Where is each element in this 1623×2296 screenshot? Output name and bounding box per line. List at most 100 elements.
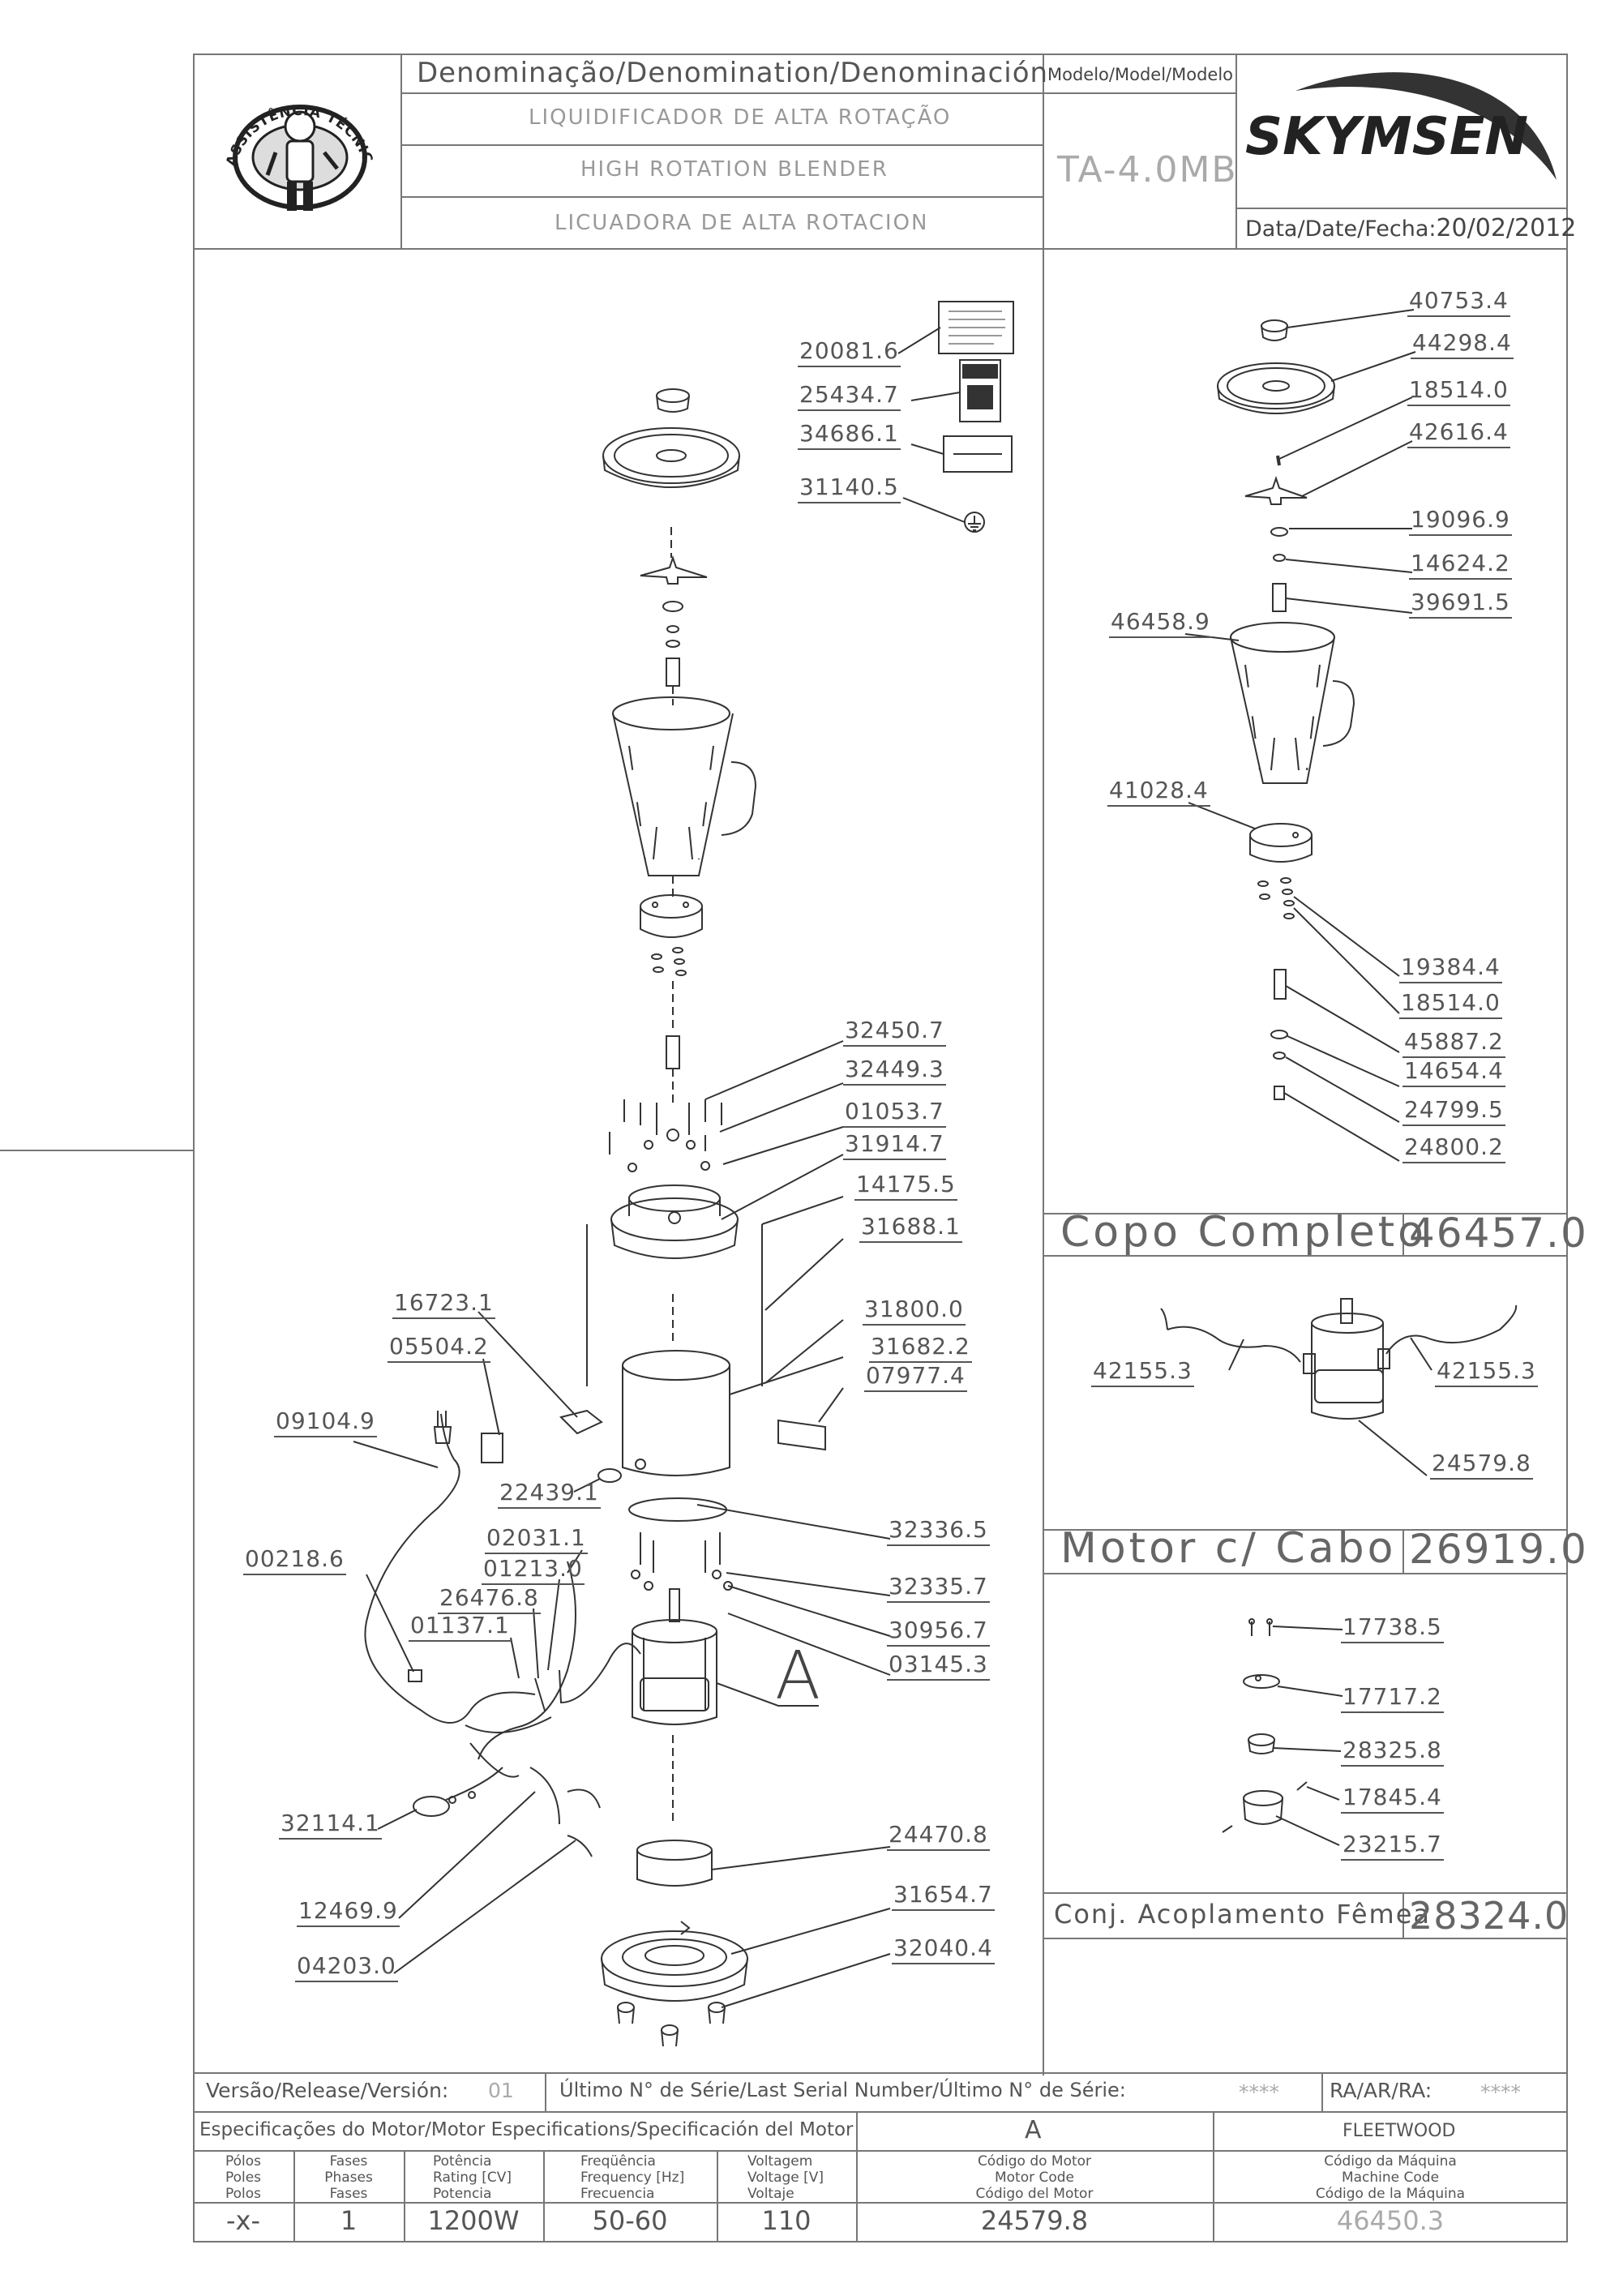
part-label: 16723.1 (392, 1289, 495, 1319)
part-label: 14175.5 (854, 1171, 957, 1201)
header-row-2 (400, 144, 1043, 146)
header-divider-1 (400, 54, 402, 248)
serial-label: Último N° de Série/Last Serial Number/Úl… (559, 2079, 1126, 2101)
footer-v-1 (293, 2150, 295, 2241)
cup-part-label: 24799.5 (1402, 1096, 1505, 1126)
cup-part-label: 45887.2 (1402, 1028, 1505, 1058)
part-label: 20081.6 (798, 337, 901, 367)
part-label: 31682.2 (869, 1333, 972, 1363)
model-value: TA-4.0MB (1057, 149, 1238, 191)
cup-code-divider (1402, 1213, 1404, 1255)
brand-swoosh-icon: SKYMSEN (1245, 72, 1557, 180)
motor-section-bottom (1043, 1573, 1568, 1574)
header-divider-2 (1043, 54, 1044, 2075)
cup-section-bottom (1043, 1255, 1568, 1257)
cup-section-top (1043, 1213, 1568, 1214)
motor-letter: A (1025, 2116, 1042, 2144)
spec-value-machine-code: 46450.3 (1336, 2205, 1445, 2236)
coupling-assembly-code: 28324.0 (1409, 1894, 1569, 1938)
cup-assembly-code: 46457.0 (1409, 1210, 1588, 1257)
cup-part-label: 41028.4 (1107, 777, 1210, 807)
spec-value-frequency: 50-60 (592, 2205, 668, 2236)
cup-part-label: 19384.4 (1399, 953, 1502, 983)
authorized-service-badge: ASSISTÊNCIA TÉCNICA AUTORIZADA (219, 62, 381, 240)
motor-part-label: 24579.8 (1430, 1450, 1533, 1480)
part-label: 03145.3 (887, 1651, 990, 1681)
part-label: 24470.8 (887, 1821, 990, 1851)
cup-part-label: 14654.4 (1402, 1057, 1505, 1087)
footer-row-4 (193, 2202, 1568, 2204)
date-row (1235, 208, 1568, 209)
spec-value-poles: -x- (225, 2205, 261, 2236)
name-english: HIGH ROTATION BLENDER (580, 157, 889, 182)
coupling-section-top (1043, 1892, 1568, 1894)
footer-v-version (545, 2072, 546, 2111)
part-label: 32336.5 (887, 1516, 990, 1546)
coupling-part-label: 28325.8 (1341, 1737, 1444, 1767)
coupling-part-label: 23215.7 (1341, 1831, 1444, 1861)
motor-spec-label: Especificações do Motor/Motor Especifica… (199, 2119, 854, 2140)
part-label: 32335.7 (887, 1573, 990, 1603)
motor-code-divider (1402, 1529, 1404, 1573)
spec-value-voltage: 110 (761, 2205, 812, 2236)
cup-part-label: 39691.5 (1409, 589, 1512, 619)
part-label: 12469.9 (297, 1897, 400, 1927)
part-label: 34686.1 (798, 420, 901, 450)
coupling-part-label: 17717.2 (1341, 1683, 1444, 1713)
footer-v-ra (1321, 2072, 1323, 2111)
brand-logo: SKYMSEN (1239, 58, 1566, 204)
footer-v-3 (543, 2150, 545, 2241)
part-label: 32450.7 (843, 1017, 946, 1047)
header-divider-3 (1235, 54, 1237, 248)
serial-value: **** (1239, 2080, 1279, 2104)
part-label: 00218.6 (243, 1545, 346, 1575)
version-value: 01 (488, 2079, 514, 2102)
part-label: 22439.1 (498, 1479, 601, 1509)
motor-assembly-title: Motor c/ Cabo (1060, 1524, 1397, 1573)
cup-part-label: 19096.9 (1409, 506, 1512, 536)
brand-name: SKYMSEN (1245, 107, 1528, 167)
footer-v-2 (404, 2150, 405, 2241)
part-label: 32114.1 (279, 1810, 382, 1840)
footer-row-3 (193, 2150, 1568, 2152)
date-label: Data/Date/Fecha:20/02/2012 (1245, 214, 1576, 242)
part-label: 31140.5 (798, 473, 901, 503)
part-label: 01137.1 (409, 1612, 512, 1642)
part-label: 01053.7 (843, 1098, 946, 1128)
cup-part-label: 24800.2 (1402, 1133, 1505, 1163)
coupling-part-label: 17845.4 (1341, 1784, 1444, 1814)
cup-part-label: 40753.4 (1407, 287, 1510, 317)
cup-assembly-title: Copo Completo (1060, 1208, 1427, 1257)
part-label: 01213.0 (482, 1555, 585, 1585)
cup-part-label: 18514.0 (1407, 376, 1510, 406)
spec-value-phases: 1 (340, 2205, 358, 2236)
part-label: 07977.4 (864, 1362, 967, 1392)
header-row-3 (400, 196, 1043, 198)
date-value: 20/02/2012 (1436, 214, 1577, 242)
coupling-part-label: 17738.5 (1341, 1613, 1444, 1643)
part-label: 31800.0 (863, 1296, 966, 1326)
coupling-code-divider (1402, 1892, 1404, 1938)
motor-part-label: 42155.3 (1091, 1357, 1194, 1387)
footer-v-machine (1213, 2111, 1214, 2241)
date-label-text: Data/Date/Fecha: (1245, 216, 1437, 242)
footer-v-motor (856, 2111, 858, 2241)
ra-value: **** (1480, 2080, 1521, 2104)
cup-part-label: 14624.2 (1409, 550, 1512, 580)
machine-name: FLEETWOOD (1343, 2121, 1456, 2141)
drawing-frame (193, 54, 1568, 2242)
header-bottom (193, 248, 1568, 250)
badge-logo-icon: ASSISTÊNCIA TÉCNICA AUTORIZADA (219, 62, 375, 211)
footer-row-2 (193, 2111, 1568, 2113)
cup-part-label: 18514.0 (1399, 989, 1502, 1019)
cup-part-label: 46458.9 (1109, 608, 1212, 638)
left-margin-line (0, 1150, 193, 1151)
part-label: 31688.1 (859, 1213, 962, 1243)
model-label: Modelo/Model/Modelo (1047, 65, 1234, 84)
